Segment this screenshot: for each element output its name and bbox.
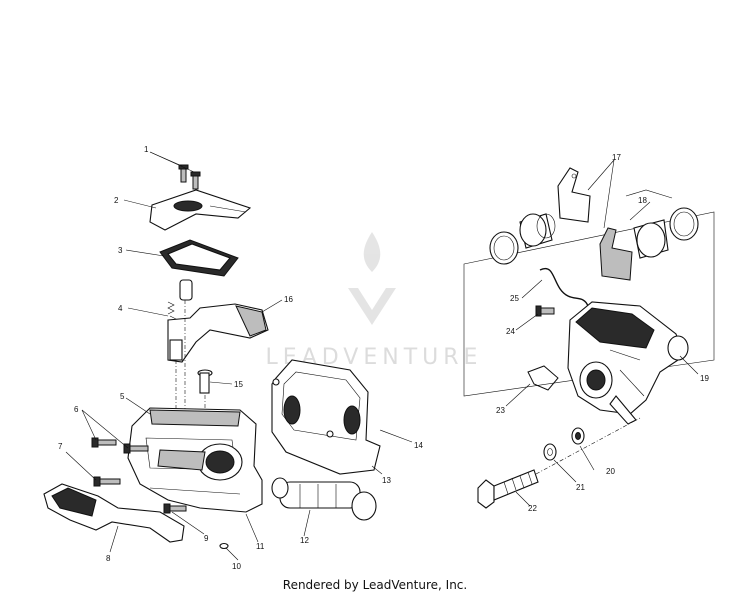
screw-pair-part-1 (178, 164, 201, 190)
lever-pivot-part-16 (167, 303, 269, 363)
callout-2: 2 (114, 196, 119, 205)
callout-7: 7 (58, 442, 63, 451)
callout-24: 24 (506, 327, 515, 336)
clip-part-23 (527, 365, 559, 391)
screws-part-6 (91, 437, 149, 454)
callout-6: 6 (74, 405, 79, 414)
diaphragm-part-3 (159, 239, 239, 277)
callout-12: 12 (300, 536, 309, 545)
callout-18: 18 (638, 196, 647, 205)
footer-credit: Rendered by LeadVenture, Inc. (282, 578, 468, 592)
bleeder-screw-part-24 (535, 305, 555, 317)
brake-pad-part-18a (599, 227, 633, 281)
callout-4: 4 (118, 304, 123, 313)
seal-ring-part-18c (669, 207, 699, 241)
piston-part-17b (519, 213, 556, 249)
callout-17: 17 (612, 153, 621, 162)
callout-8: 8 (106, 554, 111, 563)
callout-3: 3 (118, 246, 123, 255)
reservoir-cover-part-2 (149, 189, 252, 231)
callout-14: 14 (414, 441, 423, 450)
screw-part-7 (93, 476, 121, 487)
watermark: LEADVENTURE (266, 232, 477, 370)
seal-ring-part-17a (489, 231, 519, 265)
plunger-part (179, 279, 193, 301)
caliper-body-part-19 (567, 301, 689, 425)
brake-lever-part-8 (43, 483, 185, 543)
washer-part-20 (571, 427, 585, 445)
exploded-frame (463, 211, 715, 397)
callout-22: 22 (528, 504, 537, 513)
caliper-assembly (463, 159, 715, 509)
housing-cover-part-13-14 (271, 359, 381, 475)
callout-20: 20 (606, 467, 615, 476)
callout-19: 19 (700, 374, 709, 383)
screw-part-9 (163, 503, 187, 514)
piston-part-12 (271, 477, 377, 521)
flame-v-logo (348, 232, 396, 325)
callout-15: 15 (234, 380, 243, 389)
piston-part-18b (633, 219, 669, 259)
callout-1: 1 (144, 145, 149, 154)
nut-part-10 (219, 542, 229, 550)
leader-lines-right (505, 159, 699, 507)
master-cylinder-assembly (43, 151, 413, 561)
pin-part-15 (197, 369, 213, 394)
callout-23: 23 (496, 406, 505, 415)
brake-pad-part-17c (557, 167, 591, 223)
callout-labels: 1 2 3 4 5 6 7 8 9 10 11 12 13 14 15 16 1… (58, 145, 709, 571)
callout-5: 5 (120, 392, 125, 401)
callout-21: 21 (576, 483, 585, 492)
callout-13: 13 (382, 476, 391, 485)
callout-16: 16 (284, 295, 293, 304)
brake-line-part-25 (539, 267, 589, 307)
master-cylinder-body-part-5 (127, 407, 263, 513)
callout-25: 25 (510, 294, 519, 303)
callout-10: 10 (232, 562, 241, 571)
leader-lines-left (65, 151, 413, 561)
bolt-part-22 (477, 469, 539, 509)
callout-9: 9 (204, 534, 209, 543)
lock-washer-part-21 (543, 443, 557, 461)
callout-11: 11 (256, 542, 265, 551)
